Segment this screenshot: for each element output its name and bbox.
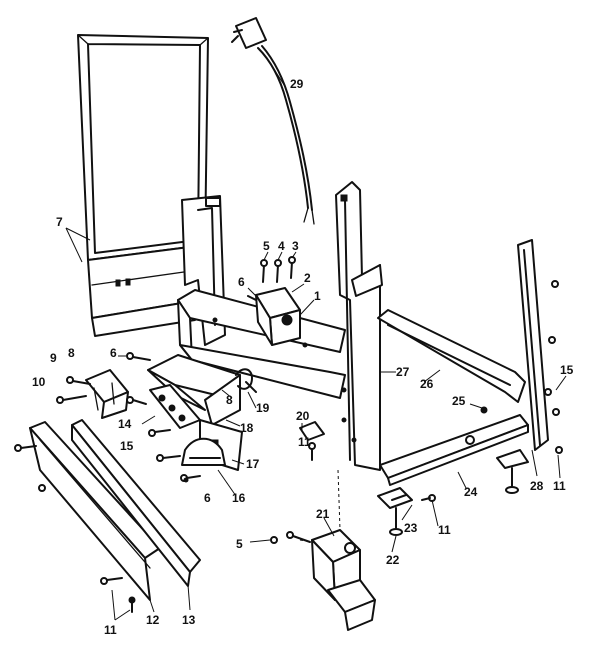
callout-8-mid: 8 [226, 393, 233, 407]
callout-11-right: 11 [553, 479, 566, 493]
part-15-screw-left [148, 429, 171, 437]
part-29-power-cord [231, 17, 315, 225]
callout-1: 1 [314, 289, 321, 303]
rail-screws [544, 280, 563, 454]
callout-11-bottom: 11 [104, 623, 117, 637]
callout-6-clamp: 6 [204, 491, 211, 505]
part-26-rear-brace [377, 309, 526, 403]
part-27-right-frame [335, 181, 383, 471]
part-10-screw [56, 395, 87, 404]
callout-28: 28 [530, 479, 544, 493]
callout-9: 9 [50, 351, 57, 365]
callout-5-valve: 5 [236, 537, 243, 551]
part-6-screw-box [247, 295, 257, 301]
callout-7: 7 [56, 215, 63, 229]
callout-19: 19 [256, 401, 270, 415]
callout-26: 26 [420, 377, 434, 391]
callout-5-top: 5 [263, 239, 270, 253]
callout-22: 22 [386, 553, 400, 567]
callout-2: 2 [304, 271, 311, 285]
part-4-screw [274, 259, 282, 283]
callout-12: 12 [146, 613, 160, 627]
part-20-small-bracket [299, 421, 325, 441]
callout-13: 13 [182, 613, 196, 627]
part-16-clamp [181, 437, 226, 466]
part-11-screw-frame [308, 442, 316, 461]
part-3-screw [288, 256, 296, 279]
part-6-screw-switch [126, 396, 147, 405]
callout-29: 29 [290, 77, 304, 91]
callout-4: 4 [278, 239, 285, 253]
leader-lines [65, 65, 567, 621]
callout-15-right: 15 [560, 363, 574, 377]
callout-27: 27 [396, 365, 410, 379]
part-25-screw [480, 406, 488, 414]
part-6-screw-bracket [126, 352, 151, 361]
part-5-screw-top [260, 259, 268, 283]
part-28-right-rail [517, 239, 549, 451]
callout-21: 21 [316, 507, 330, 521]
part-11-screw-bottom [100, 577, 136, 613]
part-18-bracket [147, 354, 241, 426]
part-11-screw-left [14, 444, 37, 452]
part-6-screw-lower [156, 454, 181, 462]
callout-18: 18 [240, 421, 254, 435]
callout-14: 14 [118, 417, 132, 431]
part-11-screw-kick [38, 484, 46, 492]
callout-23: 23 [404, 521, 418, 535]
callout-6-bracket: 6 [110, 346, 117, 360]
callout-10: 10 [32, 375, 46, 389]
part-24-base-rail [379, 414, 529, 486]
right-leveling-leg [496, 449, 529, 494]
callout-17: 17 [246, 457, 260, 471]
part-21-valve [311, 529, 376, 631]
part-7-panel [77, 34, 209, 337]
part-5-screw-valve [270, 531, 311, 544]
part-23-bracket [377, 487, 413, 509]
callout-11-frame: 11 [298, 435, 311, 449]
callout-6-box: 6 [238, 275, 245, 289]
part-19-clip [235, 368, 257, 393]
part-8-screw-lower [183, 477, 189, 483]
callout-16: 16 [232, 491, 246, 505]
callout-11-bracket: 11 [438, 523, 451, 537]
callout-8-switch: 8 [68, 346, 75, 360]
callout-24: 24 [464, 485, 478, 499]
part-22-leveling-leg [389, 507, 403, 536]
callout-20: 20 [296, 409, 310, 423]
part-11-screw-bracket [421, 494, 436, 502]
callout-3: 3 [292, 239, 299, 253]
callout-15-left: 15 [120, 439, 134, 453]
part-1-junction-box [255, 287, 301, 346]
part-14-terminal-block [149, 384, 201, 429]
alignment-lines [299, 469, 341, 543]
callout-25: 25 [452, 394, 466, 408]
part-9-screw [66, 376, 91, 385]
part-8-switch [85, 369, 129, 419]
